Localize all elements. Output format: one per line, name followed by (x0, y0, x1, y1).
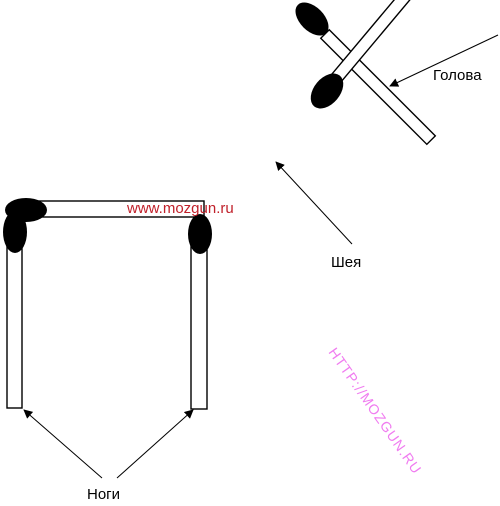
head-matchstick (295, 2, 437, 146)
neck-match-tip (310, 73, 344, 109)
neck-label: Шея (331, 254, 361, 271)
head-arrow (389, 34, 499, 87)
head-match-tip (295, 2, 329, 36)
right-leg-match-tip (188, 214, 212, 254)
left-leg-match-tip (3, 211, 27, 253)
neck-matchstick (310, 0, 432, 109)
watermark: HTTP://MOZGUN.RU (326, 345, 425, 477)
head-label: Голова (433, 67, 482, 84)
legs-arrow-right (116, 409, 194, 479)
legs-label: Ноги (87, 486, 120, 503)
left-leg-match-body (6, 241, 23, 409)
legs-arrow-left (23, 409, 103, 479)
right-leg-match-body (190, 244, 208, 410)
left-leg-matchstick (3, 198, 47, 409)
neck-arrow (275, 161, 353, 245)
right-leg-matchstick (188, 214, 212, 410)
website-label: www.mozgun.ru (126, 200, 234, 217)
